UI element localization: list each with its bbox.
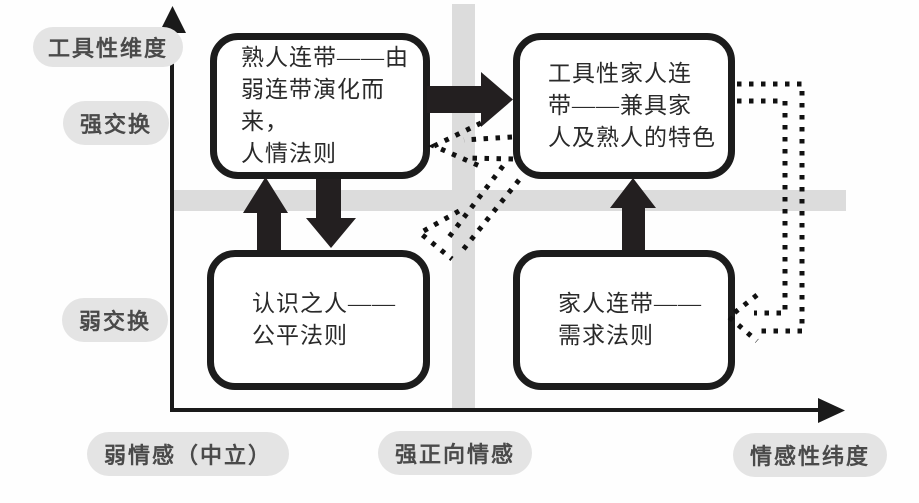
dotted-arrow-to-familiar-icon xyxy=(428,120,514,170)
dotted-loop-arrow-icon xyxy=(725,81,805,343)
solid-arrow-up-right-icon xyxy=(610,178,656,250)
box-family-ties: 家人连带—— 需求法则 xyxy=(513,250,735,390)
x-tick-strong-positive-emotion: 强正向情感 xyxy=(378,431,533,475)
y-tick-strong-exchange: 强交换 xyxy=(63,101,170,145)
y-axis-label: 工具性维度 xyxy=(33,27,184,67)
y-tick-weak-exchange: 弱交换 xyxy=(62,298,169,342)
x-axis-arrowhead-icon xyxy=(818,398,845,423)
box-familiar-ties-text: 熟人连带——由 弱连带演化而来， 人情法则 xyxy=(241,45,409,166)
solid-arrow-right-icon xyxy=(427,72,513,127)
box-instrumental-family-ties-text: 工具性家人连 带——兼具家 人及熟人的特色 xyxy=(548,61,716,150)
x-tick-weak-emotion: 弱情感（中立） xyxy=(87,432,290,476)
solid-arrow-down-left-icon xyxy=(306,179,356,248)
solid-arrow-up-left-icon xyxy=(243,177,288,250)
x-axis-label: 情感性纬度 xyxy=(733,433,888,477)
vertical-divider-band xyxy=(452,4,475,410)
horizontal-divider-band xyxy=(174,190,846,211)
dotted-arrow-to-acquaintance-icon xyxy=(415,164,521,261)
box-familiar-ties: 熟人连带——由 弱连带演化而来， 人情法则 xyxy=(210,33,430,179)
box-instrumental-family-ties: 工具性家人连 带——兼具家 人及熟人的特色 xyxy=(513,33,735,179)
box-family-ties-text: 家人连带—— 需求法则 xyxy=(558,291,702,348)
box-acquaintance: 认识之人—— 公平法则 xyxy=(207,250,430,390)
box-acquaintance-text: 认识之人—— 公平法则 xyxy=(252,291,396,348)
